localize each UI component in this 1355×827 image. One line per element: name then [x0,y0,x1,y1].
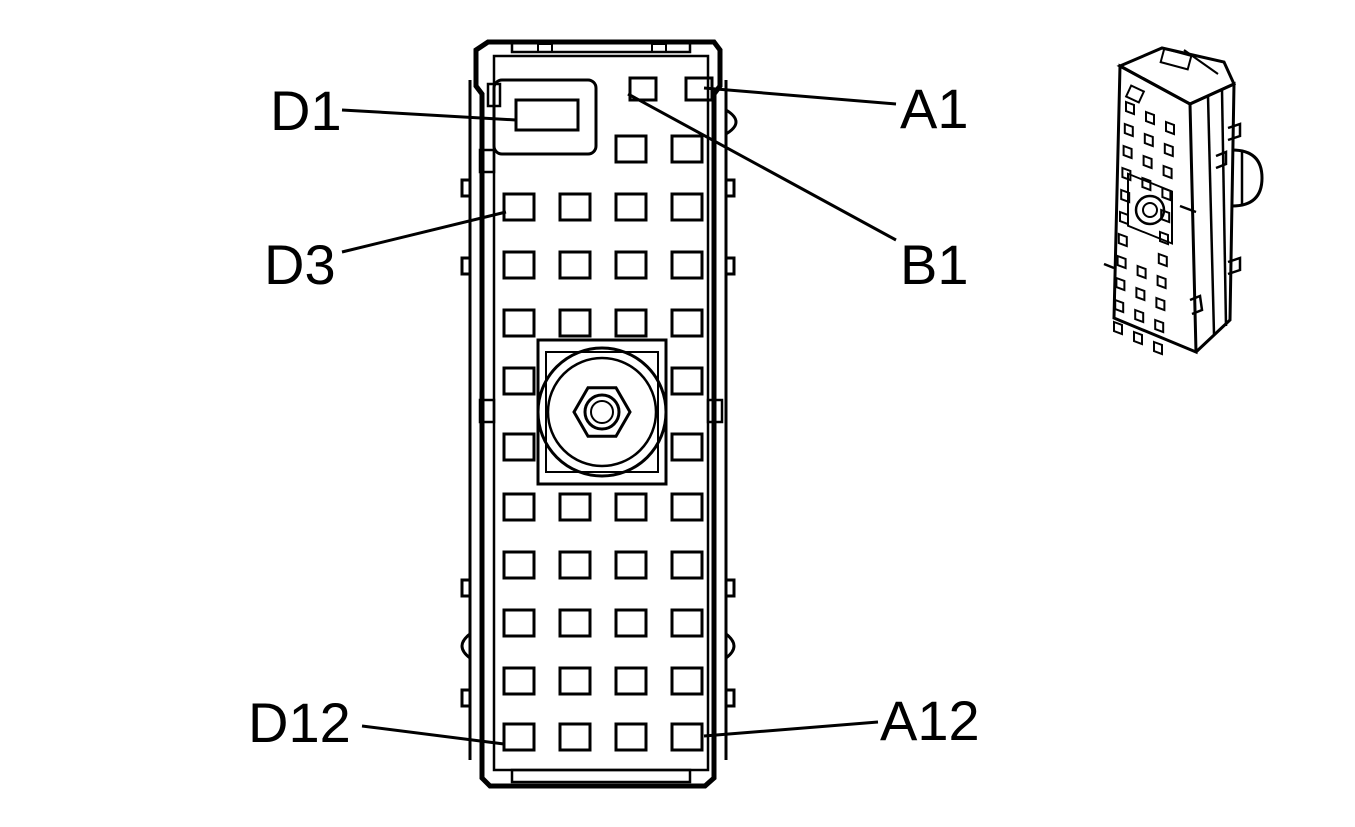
pin-cavity [670,192,704,222]
pin-cavity [670,666,704,696]
label-b1: B1 [900,233,969,296]
isometric-pin-cavity [1120,188,1131,204]
pin-cavity [670,722,704,752]
isometric-pin-cavities [1113,100,1175,356]
isometric-pin-cavity [1121,166,1132,182]
pin-cavity [670,250,704,280]
label-a12: A12 [880,689,980,752]
pin-cavity [502,666,536,696]
isometric-pin-cavity [1117,232,1128,248]
pin-cavity [614,308,648,338]
pin-cavity [670,432,704,462]
isometric-pin-cavity [1154,318,1165,334]
connector-face [460,39,738,789]
label-d12: D12 [248,691,351,754]
isometric-pin-cavity [1135,286,1146,302]
isometric-pin-cavity [1133,330,1143,346]
pin-labels: D1 D3 D12 A1 B1 A12 [248,77,980,754]
isometric-pin-cavity [1114,298,1125,314]
pin-cavity [670,550,704,580]
pin-cavity [614,250,648,280]
pin-cavity [502,722,536,752]
pin-cavity [502,492,536,522]
pin-cavity [502,192,536,222]
isometric-pin-cavity [1157,252,1168,268]
pin-cavity [614,134,648,164]
pin-cavity [558,192,592,222]
pin-cavity [670,308,704,338]
pin-cavity [558,608,592,638]
isometric-pin-cavity [1143,132,1154,148]
isometric-pin-cavity [1156,274,1167,290]
pin-cavity [502,550,536,580]
leader-line-a12 [703,720,879,738]
pin-cavity [628,76,658,102]
pin-cavity-grid [502,76,714,752]
pin-cavity [614,666,648,696]
isometric-pin-cavity [1155,296,1166,312]
isometric-pin-cavity [1136,264,1147,280]
isometric-pin-cavity [1116,254,1127,270]
pin-cavity [558,550,592,580]
isometric-pin-cavity [1115,276,1126,292]
isometric-pin-cavity [1141,176,1152,192]
pin-cavity [558,250,592,280]
leader-line-d1 [341,108,517,122]
isometric-pin-cavity [1153,340,1163,356]
isometric-pin-cavity [1159,230,1169,246]
isometric-pin-cavity [1163,142,1174,158]
pin-cavity [670,492,704,522]
pin-cavity [670,366,704,396]
pin-cavity [614,550,648,580]
isometric-pin-cavity [1113,320,1123,336]
label-d3: D3 [264,233,336,296]
leader-lines [341,86,897,746]
isometric-pin-cavity [1142,154,1153,170]
label-d1: D1 [270,79,342,142]
pin-cavity [670,134,704,164]
pin-cavity [614,608,648,638]
leader-line-a1 [703,86,897,106]
pin-cavity [502,308,536,338]
pin-cavity [558,492,592,522]
isometric-pin-cavity [1161,186,1172,202]
isometric-pin-cavity [1125,100,1135,116]
isometric-pin-cavity [1134,308,1145,324]
pin-cavity [558,666,592,696]
isometric-pin-cavity [1123,122,1134,138]
pin-cavity [502,250,536,280]
leader-line-d12 [361,724,505,746]
connector-isometric-view [1103,46,1264,356]
isometric-pin-cavity [1122,144,1133,160]
label-a1: A1 [900,77,969,140]
pin-cavity [614,192,648,222]
pin-cavity [502,366,536,396]
pin-cavity [558,308,592,338]
isometric-pin-cavity [1160,208,1171,224]
pin-cavity [614,492,648,522]
pin-cavity [502,608,536,638]
isometric-pin-cavity [1119,210,1129,226]
pin-cavity [614,722,648,752]
leader-line-b1 [627,92,897,242]
leader-line-d3 [341,210,507,254]
pin-cavity [670,608,704,638]
isometric-pin-cavity [1165,120,1175,136]
pin-cavity [558,722,592,752]
pin-cavity [502,432,536,462]
isometric-pin-cavity [1162,164,1173,180]
isometric-pin-cavity [1145,110,1155,126]
